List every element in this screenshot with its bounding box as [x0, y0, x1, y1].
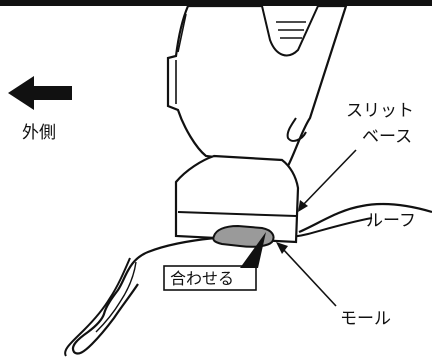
roof-edge-left: [71, 236, 216, 355]
slit-base-label-line1: スリット: [346, 101, 414, 121]
align-label: 合わせる: [170, 269, 234, 288]
roof-label: ルーフ: [366, 211, 416, 231]
molding-label: モール: [340, 309, 391, 329]
upper-body: [166, 4, 348, 168]
arrow-left-icon: [8, 76, 72, 110]
molding-leader-arrowhead: [276, 242, 288, 254]
roof-outline: [298, 202, 432, 234]
roof-hook-inner: [95, 261, 137, 333]
direction-label: 外側: [22, 123, 56, 143]
roof-hook-outer: [64, 257, 131, 357]
slit-base-label-line2: ベース: [362, 127, 412, 147]
align-label-box: [163, 265, 257, 291]
top-border: [0, 0, 432, 6]
slit-base-leader-arrowhead: [298, 200, 308, 212]
molding-leader: [281, 247, 337, 307]
align-pointer: [240, 232, 266, 268]
slit-base-leader: [301, 149, 357, 207]
molding: [212, 224, 275, 248]
slit-base: [174, 154, 300, 244]
